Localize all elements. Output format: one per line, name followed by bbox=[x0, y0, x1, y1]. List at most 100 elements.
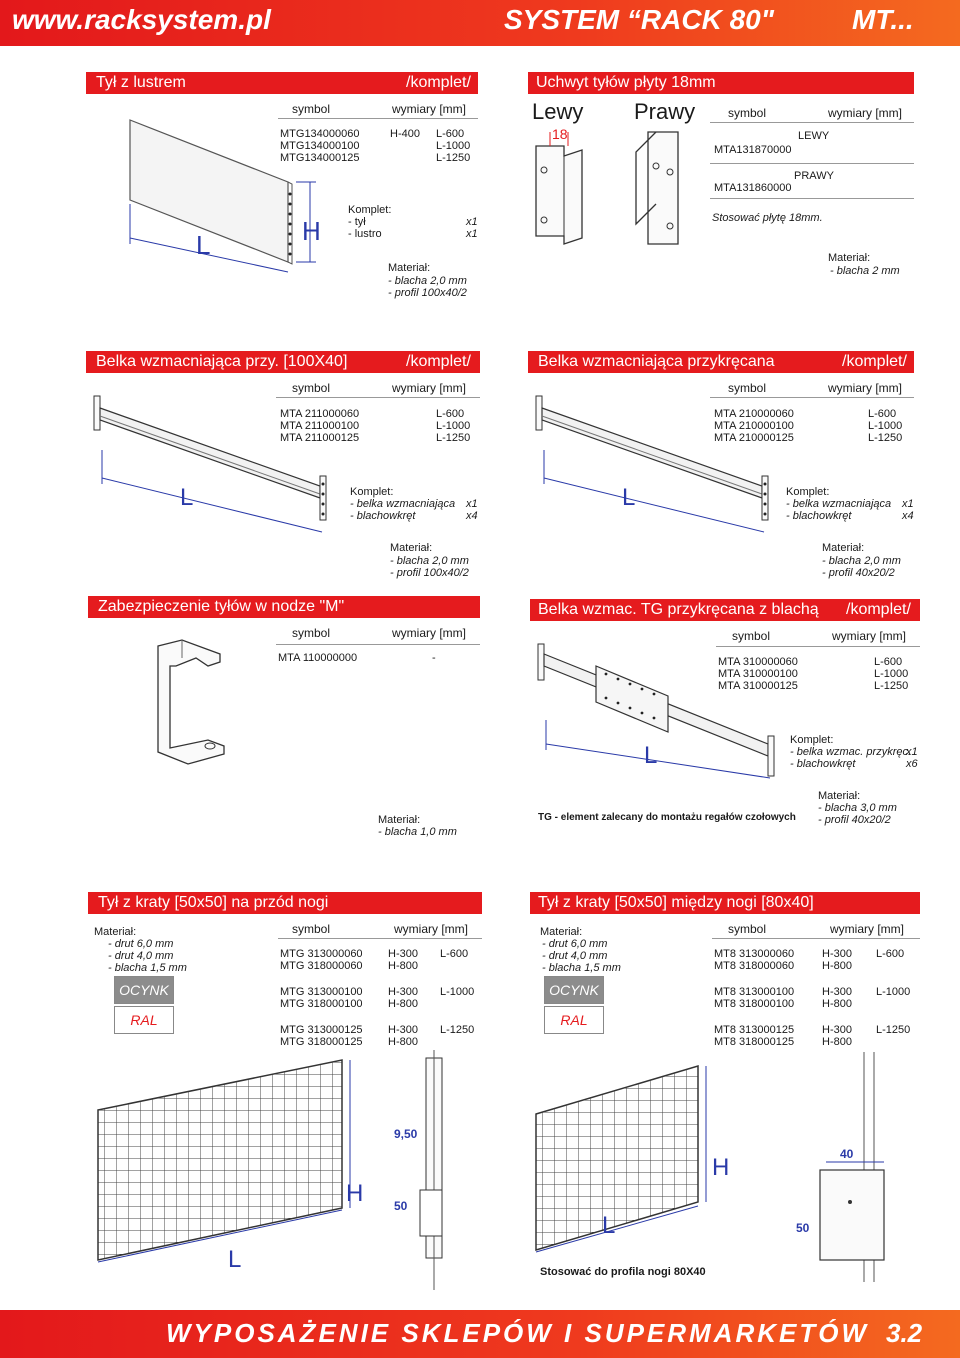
kit-qty-cell: x1 bbox=[466, 216, 478, 228]
symbol-cell: MT8 318000100 bbox=[714, 998, 795, 1010]
height-list: H-300 H-800 bbox=[822, 948, 852, 972]
material-title: Materiał: bbox=[818, 790, 861, 802]
length-dim-label: L bbox=[644, 742, 658, 769]
height-cell: H-300 bbox=[822, 948, 852, 960]
material-item: - blacha 1,0 mm bbox=[378, 826, 457, 838]
col-symbol: symbol bbox=[292, 626, 331, 640]
kit-item: - blachowkręt bbox=[786, 510, 852, 522]
komplet-label: /komplet/ bbox=[846, 601, 911, 618]
finish-galvanized-button[interactable]: OCYNK bbox=[114, 976, 174, 1004]
kit-title: Komplet: bbox=[790, 734, 834, 746]
variant-label: LEWY bbox=[798, 130, 830, 142]
divider bbox=[278, 938, 482, 939]
col-symbol: symbol bbox=[728, 106, 767, 120]
symbol-list: MTA 211000060 MTA 211000100 MTA 21100012… bbox=[280, 408, 359, 444]
symbol-cell: MTA 210000100 bbox=[714, 420, 794, 432]
symbol-list: MTA 310000060 MTA 310000100 MTA 31000012… bbox=[718, 656, 798, 692]
kit-item: - belka wzmac. przykręc. bbox=[790, 746, 912, 758]
col-symbol: symbol bbox=[292, 102, 331, 116]
symbol-list: MTG 313000100 MTG 318000100 bbox=[280, 986, 363, 1010]
finish-ral-button[interactable]: RAL bbox=[544, 1006, 604, 1034]
finish-ral-button[interactable]: RAL bbox=[114, 1006, 174, 1034]
material-item: - profil 40x20/2 bbox=[822, 567, 895, 579]
material-item: - blacha 2 mm bbox=[830, 265, 900, 277]
length-cell: L-600 bbox=[876, 948, 905, 960]
material-list: - blacha 2,0 mm - profil 100x40/2 bbox=[388, 275, 467, 299]
symbol-cell: MTG 313000125 bbox=[280, 1024, 363, 1036]
komplet-label: /komplet/ bbox=[406, 74, 471, 91]
kit-items: - tył - lustro bbox=[348, 216, 382, 240]
length-cell: L-1250 bbox=[868, 432, 903, 444]
height-list: H-300 H-800 bbox=[822, 986, 852, 1010]
material-item: - drut 4,0 mm bbox=[542, 950, 608, 962]
symbol-list: MT8 313000100 MT8 318000100 bbox=[714, 986, 794, 1010]
length-cell: L-1000 bbox=[436, 420, 471, 432]
kit-title: Komplet: bbox=[348, 204, 392, 216]
material-list: - blacha 1,0 mm bbox=[378, 826, 457, 838]
col-dims: wymiary [mm] bbox=[392, 626, 466, 640]
height-list: H-300 H-800 bbox=[388, 948, 418, 972]
dim-label: 50 bbox=[796, 1221, 810, 1235]
section-title: Belka wzmacniająca przykręcana bbox=[538, 353, 775, 370]
section-header-grid-back-between: Tył z kraty [50x50] między nogi [80x40] bbox=[530, 892, 920, 914]
symbol-list: MTG134000060 MTG134000100 MTG134000125 bbox=[280, 128, 360, 164]
section-header-screwed-beam: Belka wzmacniająca przykręcana /komplet/ bbox=[528, 351, 914, 373]
length-dim-label: L bbox=[180, 484, 194, 511]
kit-qty-cell: x1 bbox=[466, 498, 478, 510]
material-title: Materiał: bbox=[390, 542, 433, 554]
kit-qty-cell: x6 bbox=[906, 758, 918, 770]
usage-note: Stosować płytę 18mm. bbox=[712, 212, 823, 224]
col-symbol: symbol bbox=[292, 922, 331, 936]
length-list: L-600 L-1000 L-1250 bbox=[868, 408, 902, 444]
divider bbox=[710, 163, 914, 164]
divider bbox=[710, 397, 914, 398]
height-cell: H-800 bbox=[822, 960, 852, 972]
section-title: Belka wzmacniająca przy. [100X40] bbox=[96, 353, 348, 370]
height-cell: H-800 bbox=[388, 1036, 418, 1048]
length-cell: L-1250 bbox=[436, 432, 471, 444]
height-list: H-300 H-800 bbox=[388, 986, 418, 1010]
divider bbox=[710, 198, 914, 199]
material-item: - blacha 1,5 mm bbox=[542, 962, 621, 974]
length-dim-label: L bbox=[228, 1246, 242, 1273]
kit-qty-cell: x4 bbox=[902, 510, 914, 522]
height-cell: H-300 bbox=[822, 986, 852, 998]
kit-item: - belka wzmacniająca bbox=[350, 498, 456, 510]
back-lock-drawing bbox=[157, 639, 225, 765]
dim-cell: - bbox=[432, 652, 436, 664]
material-item: - blacha 2,0 mm bbox=[822, 555, 901, 567]
symbol-cell: MTA 210000060 bbox=[714, 408, 794, 420]
col-dims: wymiary [mm] bbox=[828, 381, 902, 395]
material-item: - drut 6,0 mm bbox=[108, 938, 174, 950]
kit-qty-cell: x1 bbox=[902, 498, 914, 510]
material-item: - blacha 1,5 mm bbox=[108, 962, 187, 974]
kit-title: Komplet: bbox=[786, 486, 830, 498]
symbol-cell: MT8 318000125 bbox=[714, 1036, 795, 1048]
finish-galvanized-button[interactable]: OCYNK bbox=[544, 976, 604, 1004]
symbol-cell: MTG 318000125 bbox=[280, 1036, 363, 1048]
section-title: Zabezpieczenie tyłów w nodze "M" bbox=[98, 598, 345, 615]
symbol-cell: MTA 211000125 bbox=[280, 432, 360, 444]
length-cell: L-600 bbox=[436, 128, 465, 140]
tg-beam-drawing bbox=[537, 643, 775, 779]
dim-label: 9,50 bbox=[394, 1127, 418, 1141]
height-cell: H-800 bbox=[822, 1036, 852, 1048]
symbol-cell: MTA 310000125 bbox=[718, 680, 798, 692]
section-header-tg-beam: Belka wzmac. TG przykręcana z blachą /ko… bbox=[530, 599, 920, 621]
site-url[interactable]: www.racksystem.pl bbox=[12, 4, 271, 35]
material-title: Materiał: bbox=[540, 926, 583, 938]
kit-item: - blachowkręt bbox=[350, 510, 416, 522]
kit-qty-cell: x1 bbox=[906, 746, 918, 758]
dim-label: 40 bbox=[840, 1147, 854, 1161]
material-item: - profil 100x40/2 bbox=[390, 567, 469, 579]
height-cell: H-800 bbox=[388, 960, 418, 972]
symbol-cell: MT8 313000100 bbox=[714, 986, 795, 998]
kit-qty-cell: x4 bbox=[466, 510, 478, 522]
symbol-cell: MT8 318000060 bbox=[714, 960, 795, 972]
symbol-list: MTG 313000060 MTG 318000060 bbox=[280, 948, 363, 972]
grid-back-front-drawing bbox=[97, 1050, 443, 1290]
height-cell: H-300 bbox=[388, 986, 418, 998]
komplet-label: /komplet/ bbox=[406, 353, 471, 370]
grid-back-between-drawing bbox=[535, 1052, 885, 1282]
kit-qty: x1 x6 bbox=[906, 746, 918, 770]
